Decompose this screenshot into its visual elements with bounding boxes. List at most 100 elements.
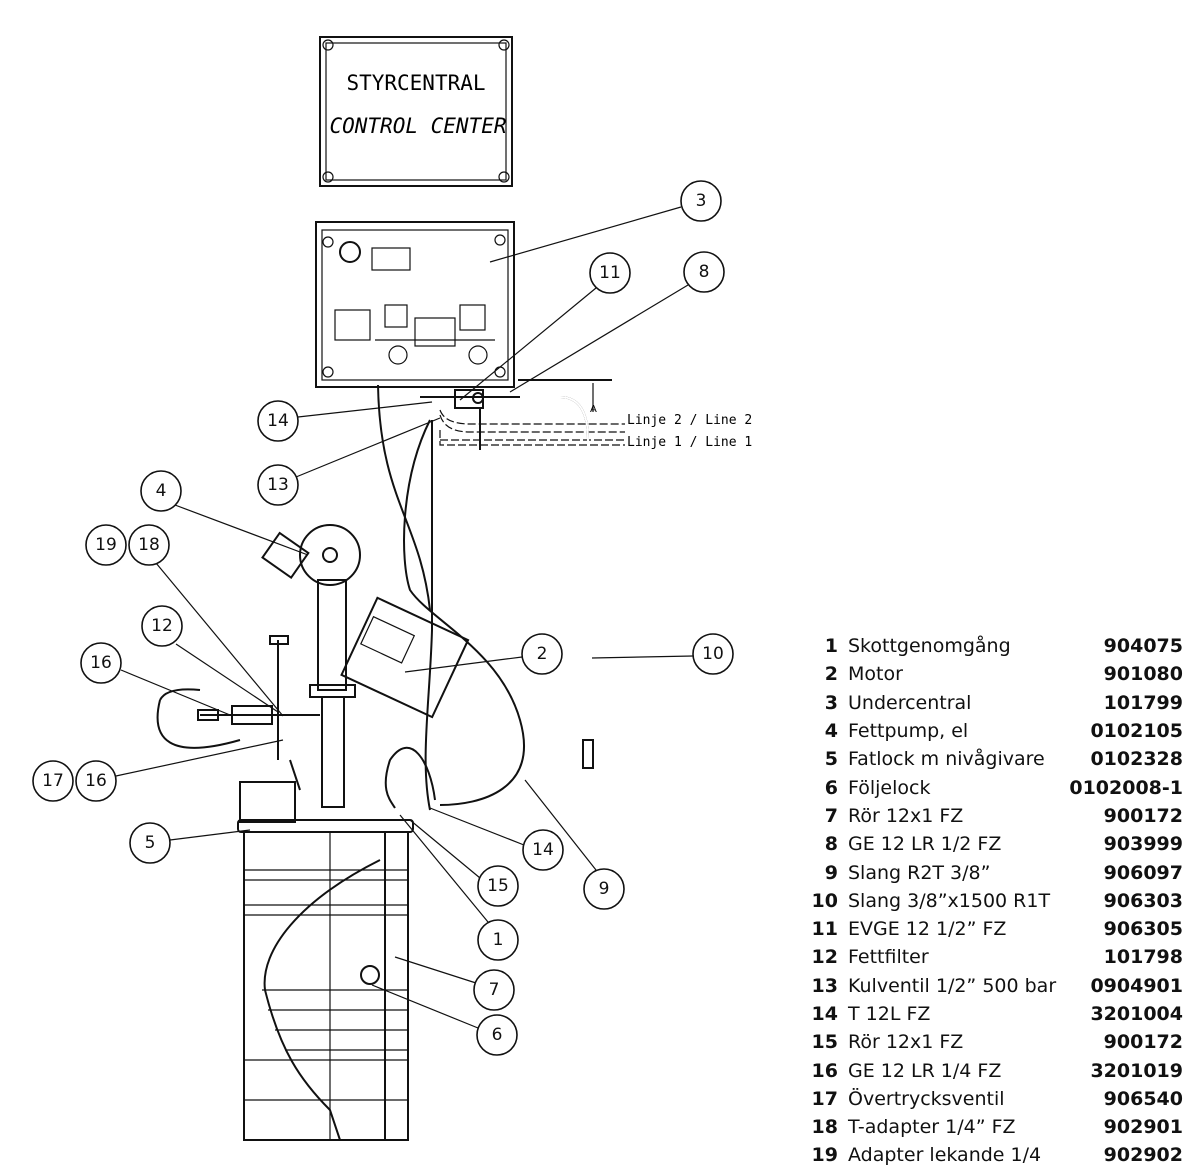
- callout-16: 16: [80, 642, 122, 684]
- part-number: 19: [811, 1144, 838, 1167]
- part-code: 901080: [1103, 663, 1183, 686]
- part-code: 906097: [1103, 861, 1183, 884]
- svg-text:14: 14: [267, 411, 289, 431]
- manifold-and-lines: A Linje 2 / Line 2 Linje 1 / Line 1: [377, 379, 752, 811]
- parts-list-row: 18 T-adapter 1/4” FZ 902901: [808, 1113, 1183, 1141]
- callout-2: 2: [521, 633, 563, 675]
- part-number: 2: [824, 663, 838, 686]
- callout-8: 8: [683, 251, 725, 293]
- svg-text:3: 3: [696, 191, 707, 211]
- svg-text:10: 10: [702, 644, 724, 664]
- part-code: 906305: [1103, 918, 1183, 941]
- part-code: 900172: [1103, 1031, 1183, 1054]
- svg-text:6: 6: [492, 1025, 503, 1045]
- part-number: 1: [824, 635, 838, 658]
- control-center-box: STYRCENTRAL CONTROL CENTER: [319, 36, 513, 187]
- part-description: T-adapter 1/4” FZ: [848, 1116, 1016, 1139]
- part-code: 902902: [1103, 1144, 1183, 1167]
- part-number: 8: [824, 833, 838, 856]
- svg-text:4: 4: [156, 481, 167, 501]
- callout-6: 6: [476, 1014, 518, 1056]
- svg-text:7: 7: [489, 980, 500, 1000]
- part-number: 5: [824, 748, 838, 771]
- svg-text:8: 8: [699, 262, 710, 282]
- callout-11: 11: [589, 252, 631, 294]
- svg-text:19: 19: [95, 535, 117, 555]
- part-number: 6: [824, 776, 838, 799]
- part-code: 0904901: [1090, 974, 1183, 997]
- callout-19: 19: [85, 524, 127, 566]
- callout-1: 1: [477, 919, 519, 961]
- part-description: Adapter lekande 1/4: [848, 1144, 1042, 1167]
- part-code: 906303: [1103, 889, 1183, 912]
- svg-text:17: 17: [42, 771, 64, 791]
- part-code: 902901: [1103, 1116, 1183, 1139]
- parts-list-row: 13 Kulventil 1/2” 500 bar 0904901: [808, 972, 1183, 1000]
- part-description: Kulventil 1/2” 500 bar: [848, 974, 1057, 997]
- part-description: Slang 3/8”x1500 R1T: [848, 889, 1051, 912]
- part-description: Fatlock m nivågivare: [848, 748, 1045, 771]
- parts-list-row: 9 Slang R2T 3/8” 906097: [808, 858, 1183, 886]
- callout-16b: 16: [75, 760, 117, 802]
- part-code: 906540: [1103, 1087, 1183, 1110]
- parts-list-row: 3 Undercentral 101799: [808, 689, 1183, 717]
- callouts: 3 11 8 14 13 4 19 18 12 16 2 10 17 16 5 …: [32, 180, 734, 1056]
- part-number: 9: [824, 861, 838, 884]
- part-code: 0102328: [1090, 748, 1183, 771]
- part-description: Övertrycksventil: [848, 1087, 1005, 1110]
- callout-7: 7: [473, 969, 515, 1011]
- parts-list-row: 11 EVGE 12 1/2” FZ 906305: [808, 915, 1183, 943]
- line-1-label: Linje 1 / Line 1: [627, 435, 752, 450]
- part-code: 101799: [1103, 691, 1183, 714]
- part-description: Slang R2T 3/8”: [848, 861, 991, 884]
- part-description: Skottgenomgång: [848, 635, 1011, 658]
- svg-text:5: 5: [145, 833, 156, 853]
- part-code: 900172: [1103, 804, 1183, 827]
- part-description: Fettfilter: [848, 946, 929, 969]
- part-number: 13: [811, 974, 838, 997]
- parts-list-row: 19 Adapter lekande 1/4 902902: [808, 1141, 1183, 1169]
- svg-text:12: 12: [151, 616, 173, 636]
- part-number: 3: [824, 691, 838, 714]
- parts-list-row: 5 Fatlock m nivågivare 0102328: [808, 745, 1183, 773]
- barrel: [237, 819, 414, 1141]
- part-number: 18: [811, 1116, 838, 1139]
- part-number: 11: [811, 918, 838, 941]
- svg-text:1: 1: [493, 930, 504, 950]
- part-number: 10: [811, 889, 838, 912]
- callout-12: 12: [141, 605, 183, 647]
- part-description: EVGE 12 1/2” FZ: [848, 918, 1007, 941]
- svg-text:2: 2: [537, 644, 548, 664]
- callout-4: 4: [140, 470, 182, 512]
- part-description: Rör 12x1 FZ: [848, 1031, 964, 1054]
- callout-9: 9: [583, 868, 625, 910]
- callout-13: 13: [257, 464, 299, 506]
- svg-text:15: 15: [487, 876, 509, 896]
- leader-lines: [115, 206, 694, 1029]
- parts-list-row: 10 Slang 3/8”x1500 R1T 906303: [808, 887, 1183, 915]
- part-description: Undercentral: [848, 691, 972, 714]
- svg-text:9: 9: [599, 879, 610, 899]
- part-code: 0102105: [1090, 720, 1183, 743]
- control-center-title-en: CONTROL CENTER: [329, 114, 506, 138]
- svg-text:16: 16: [90, 653, 112, 673]
- callout-17: 17: [32, 760, 74, 802]
- part-description: GE 12 LR 1/2 FZ: [848, 833, 1002, 856]
- grease-pump: [156, 524, 470, 823]
- part-description: Följelock: [848, 776, 931, 799]
- dimension-label: A: [590, 404, 597, 415]
- part-code: 101798: [1103, 946, 1183, 969]
- line-2-label: Linje 2 / Line 2: [627, 413, 752, 428]
- svg-text:18: 18: [138, 535, 160, 555]
- callout-14b: 14: [522, 829, 564, 871]
- control-center-title-sv: STYRCENTRAL: [346, 71, 485, 95]
